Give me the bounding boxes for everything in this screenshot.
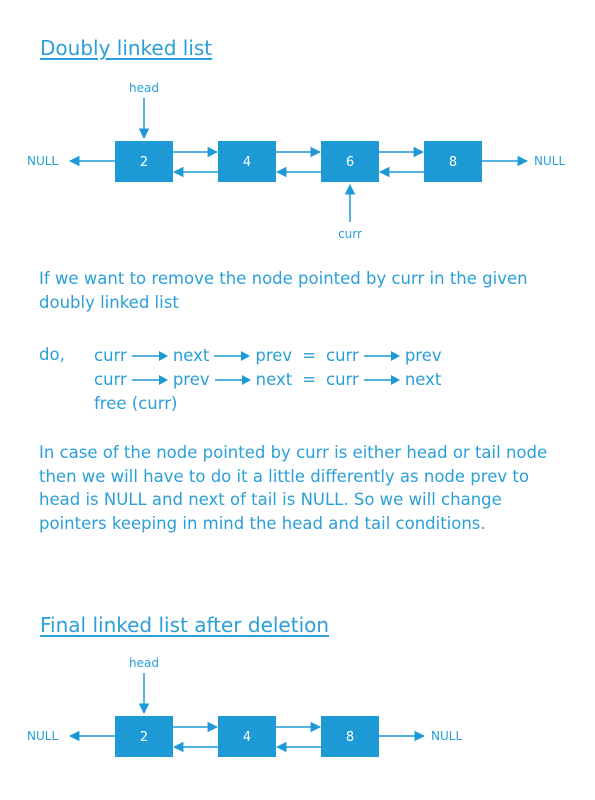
code-token: prev <box>255 345 293 365</box>
arrow-icon <box>214 350 251 361</box>
code-token: next <box>404 369 442 389</box>
diagram-title: Doubly linked list <box>40 36 213 60</box>
equals-sign: = <box>302 369 317 389</box>
null-left-label: NULL <box>27 729 58 743</box>
null-right-label: NULL <box>534 154 565 168</box>
head-label: head <box>129 81 159 95</box>
node-value: 8 <box>449 155 457 170</box>
list-node: 4 <box>218 716 276 757</box>
code-line-3: free (curr) <box>94 391 177 415</box>
node-value: 2 <box>140 730 148 745</box>
null-left-label: NULL <box>27 154 58 168</box>
null-right-label: NULL <box>431 729 462 743</box>
list-node: 6 <box>321 141 379 182</box>
code-token: curr <box>326 369 359 389</box>
intro-paragraph: If we want to remove the node pointed by… <box>39 269 528 312</box>
list-node: 2 <box>115 716 173 757</box>
code-line-2: curr prev next = curr next <box>94 367 441 391</box>
arrow-icon <box>214 374 251 385</box>
code-token: prev <box>172 369 210 389</box>
note-paragraph: In case of the node pointed by curr is e… <box>39 443 548 533</box>
code-token: prev <box>404 345 442 365</box>
code-token: curr <box>326 345 359 365</box>
final-list-title: Final linked list after deletion <box>40 613 330 637</box>
node-value: 6 <box>346 155 354 170</box>
list-node: 8 <box>424 141 482 182</box>
arrow-icon <box>131 350 168 361</box>
arrow-icon <box>363 374 400 385</box>
code-token: curr <box>94 369 127 389</box>
node-value: 4 <box>243 730 251 745</box>
curr-label: curr <box>338 227 362 241</box>
node-value: 8 <box>346 730 354 745</box>
equals-sign: = <box>302 345 317 365</box>
node-value: 2 <box>140 155 148 170</box>
do-label: do, <box>39 345 65 364</box>
doubly-linked-list-diagram: head NULL 2 4 6 8 NULL curr <box>27 81 565 241</box>
list-node: 8 <box>321 716 379 757</box>
list-node: 2 <box>115 141 173 182</box>
arrow-icon <box>363 350 400 361</box>
code-token: next <box>255 369 293 389</box>
code-token: free (curr) <box>94 393 178 413</box>
code-line-1: curr next prev = curr prev <box>94 343 442 367</box>
arrow-icon <box>131 374 168 385</box>
node-value: 4 <box>243 155 251 170</box>
head-label: head <box>129 656 159 670</box>
final-linked-list-diagram: head NULL 2 4 8 NULL <box>27 656 462 757</box>
list-node: 4 <box>218 141 276 182</box>
code-token: curr <box>94 345 127 365</box>
code-token: next <box>172 345 210 365</box>
